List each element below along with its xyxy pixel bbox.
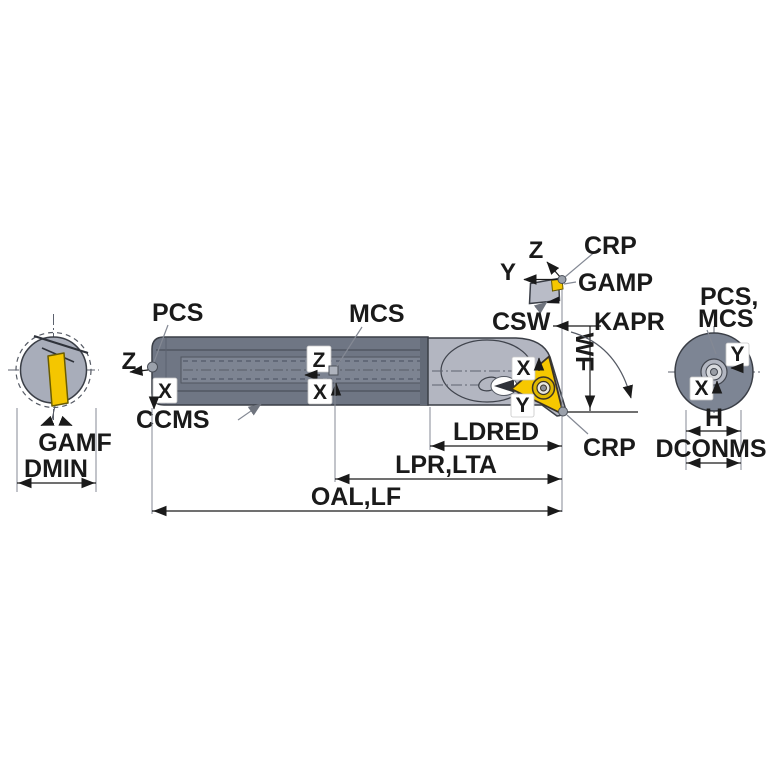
- front-end-view: GAMF DMIN: [8, 314, 112, 492]
- pcs-mcs-label-line1: PCS,: [700, 283, 758, 311]
- z-axis-arrow: [129, 365, 149, 376]
- z-axis-label: Z: [122, 348, 137, 375]
- insert-front-view: [47, 352, 69, 407]
- cutting-point-arrow-icon: [494, 379, 514, 393]
- dmin-dashed-circle: [15, 331, 92, 409]
- pcs-point: [147, 361, 158, 373]
- z-axis-arrow: [546, 261, 562, 279]
- z-axis-label: Z: [529, 237, 544, 264]
- kapr-angle-arc: [570, 331, 633, 399]
- x-axis-label: X: [313, 381, 327, 404]
- gamp-angle-wedge: [545, 296, 560, 304]
- shank-end-view: PCS, MCS Y X H DCONMS: [655, 283, 767, 470]
- csw-label: CSW: [492, 308, 551, 336]
- side-view-bar: [151, 336, 429, 406]
- x-axis-label: X: [694, 377, 708, 400]
- mcs-label: MCS: [349, 300, 405, 328]
- y-axis-label: Y: [730, 343, 744, 366]
- lpr-lta-label: LPR,LTA: [395, 451, 497, 479]
- length-dimensions: LDRED LPR,LTA OAL,LF: [151, 377, 562, 517]
- pcs-label: PCS: [152, 299, 203, 327]
- corner-point-detail: [557, 275, 567, 284]
- ccms-label: CCMS: [136, 406, 210, 434]
- corner-point: [558, 406, 568, 417]
- dconms-label: DCONMS: [655, 435, 766, 463]
- gamf-angle-arrow: [40, 415, 55, 427]
- z-axis-box: [306, 345, 332, 373]
- kapr-label: KAPR: [594, 308, 665, 336]
- wf-label: WF: [570, 333, 598, 372]
- crp-label-top: CRP: [584, 232, 637, 260]
- insert-corner-detail: Z Y CRP GAMP CSW: [492, 232, 653, 336]
- gamp-label: GAMP: [578, 269, 653, 297]
- bar-head-junction: [420, 338, 428, 405]
- y-axis-label: Y: [500, 259, 516, 286]
- main-view-labels: PCS MCS CCMS: [136, 299, 405, 434]
- y-axis-label: Y: [515, 394, 529, 417]
- pcs-mcs-label-line2: MCS: [698, 305, 754, 333]
- y-axis-box: [510, 393, 535, 418]
- axis-markers: Z X Z X X Y: [122, 345, 545, 418]
- x-axis-label: X: [516, 357, 530, 380]
- z-axis-label: Z: [313, 349, 326, 372]
- ldred-label: LDRED: [453, 418, 539, 446]
- angle-annotations: WF KAPR CRP: [553, 308, 665, 462]
- dmin-label: DMIN: [24, 455, 88, 483]
- mcs-point: [328, 365, 339, 376]
- x-axis-label: X: [158, 380, 172, 403]
- oal-lf-label: OAL,LF: [311, 483, 401, 511]
- gamf-angle-arrow: [58, 415, 73, 427]
- pocket-edge: [33, 334, 89, 355]
- gamf-label: GAMF: [38, 429, 112, 457]
- crp-label-bottom: CRP: [583, 434, 636, 462]
- h-label: H: [705, 404, 723, 432]
- side-view-head: [427, 337, 567, 417]
